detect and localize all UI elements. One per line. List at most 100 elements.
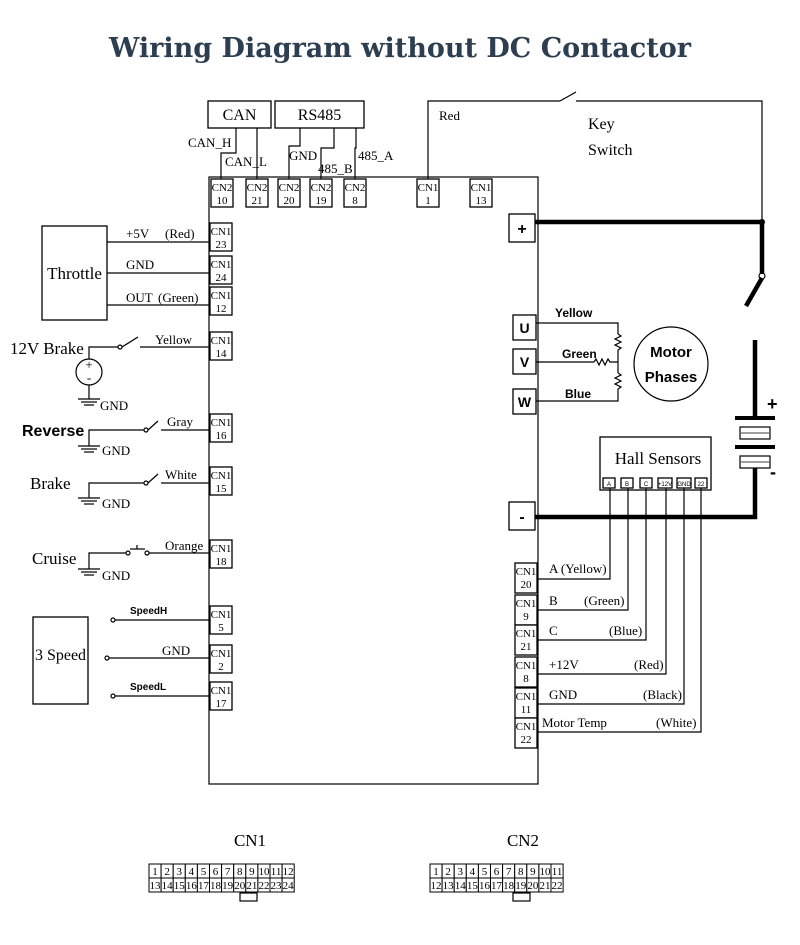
u-phase-wire: [536, 322, 619, 334]
can-box: [207, 100, 272, 129]
hall-c-label: C: [549, 623, 558, 638]
cn1-pin-number: 13: [150, 880, 162, 892]
left-pin-labels: CN1 23 CN1 24 CN1 12 CN1 14 CN1 16 CN1 1…: [211, 226, 232, 710]
top-pin-conn: CN1: [471, 182, 492, 194]
cn1-pin-number: 21: [246, 880, 257, 892]
speed-gnd-label: GND: [162, 643, 190, 658]
cn1-pin-number: 11: [271, 866, 282, 878]
cn1-pin-number: 16: [186, 880, 198, 892]
top-pin-labels: CN2 10 CN2 21 CN2 20 CN2 19 CN2 8 CN1 1 …: [212, 182, 492, 207]
brake12-wire-a: [88, 346, 118, 359]
reverse-label: Reverse: [22, 423, 84, 440]
cn1-cell: [281, 877, 295, 893]
hall-gnd-color: (Black): [643, 687, 682, 702]
cn2-pin-number: 6: [494, 866, 500, 878]
w-blue-label: Blue: [565, 387, 591, 401]
cn1-latch: [239, 892, 258, 902]
top-pin-num: 13: [476, 195, 488, 207]
brake12-label: 12V Brake: [10, 339, 84, 358]
brake-wire-a: [88, 482, 144, 498]
brake-white-label: White: [165, 467, 197, 482]
brake-switch-contact: [143, 480, 149, 486]
hall-wires: [537, 488, 702, 733]
cn1-pin-number: 14: [162, 880, 174, 892]
right-pin-num: 9: [523, 611, 529, 623]
hall-gnd-label: GND: [549, 687, 577, 702]
hall-pin-label: GND: [677, 482, 691, 488]
right-pin-conn: CN1: [516, 721, 537, 733]
cruise-orange-label: Orange: [165, 538, 203, 553]
cn2-pin-number: 17: [491, 880, 503, 892]
hall-12v-color: (Red): [634, 657, 664, 672]
cn1-pin-number: 6: [213, 866, 219, 878]
top-pin-conn: CN2: [247, 182, 268, 194]
can-l-label: CAN_L: [225, 154, 267, 169]
reverse-gray-label: Gray: [167, 414, 193, 429]
motor-temp-color: (White): [656, 715, 696, 730]
cn1-pin-number: 18: [210, 880, 222, 892]
left-pin-conn: CN1: [211, 543, 232, 555]
left-pin-conn: CN1: [211, 226, 232, 238]
cn1-pin-number: 1: [152, 866, 158, 878]
v-terminal-label: V: [520, 354, 530, 370]
cn1-pin-number: 15: [174, 880, 186, 892]
right-pin-num: 11: [521, 704, 532, 716]
right-pin-num: 8: [523, 673, 529, 685]
top-pin-num: 20: [284, 195, 296, 207]
cn2-pin-number: 5: [482, 866, 488, 878]
w-coil: [613, 372, 623, 390]
cn1-title: CN1: [234, 831, 266, 850]
w-phase-wire: [536, 389, 619, 402]
cruise-gnd-label: GND: [102, 568, 130, 583]
cn2-latch: [512, 892, 531, 902]
left-pin-num: 2: [218, 661, 224, 673]
key-label: Key: [588, 116, 615, 133]
speed3-box: [32, 616, 89, 705]
reverse-switch-blade: [147, 420, 159, 431]
u-yellow-label: Yellow: [555, 306, 593, 320]
key-switch-return: [576, 100, 763, 222]
controller-box: [208, 176, 539, 785]
battery-minus-wire: [535, 468, 758, 520]
brake12-minus: -: [87, 370, 91, 385]
brake12-gnd-label: GND: [100, 398, 128, 413]
hall-sensors-label: Hall Sensors: [615, 449, 701, 468]
hall-12v-label: +12V: [549, 657, 579, 672]
cn2-pin-number: 21: [539, 880, 550, 892]
cn2-pin-number: 18: [503, 880, 515, 892]
hall-b-color: (Green): [584, 593, 624, 608]
left-pin-conn: CN1: [211, 290, 232, 302]
hall-c-color: (Blue): [609, 623, 642, 638]
cruise-switch-contact-a: [125, 550, 131, 556]
top-pin-conn: CN2: [311, 182, 332, 194]
left-pin-boxes: [209, 222, 233, 711]
speedl-label: SpeedL: [130, 682, 166, 693]
right-pin-conn: CN1: [516, 566, 537, 578]
top-pin-num: 19: [316, 195, 328, 207]
hall-a-label: A (Yellow): [549, 561, 607, 576]
diagram-title: Wiring Diagram without DC Contactor: [108, 33, 692, 64]
cn2-pin-number: 7: [506, 866, 512, 878]
top-pin-num: 10: [217, 195, 229, 207]
motor-label: Motor: [650, 344, 692, 361]
speed-gnd-contact: [104, 655, 110, 661]
gnd-symbol: [78, 568, 100, 576]
motor-temp-label: Motor Temp: [542, 715, 607, 730]
left-pin-conn: CN1: [211, 648, 232, 660]
cn2-pin-number: 12: [431, 880, 442, 892]
rs485-box-label: RS485: [298, 107, 342, 124]
plus-terminal-label: +: [517, 221, 526, 238]
minus-terminal-label: -: [519, 509, 524, 526]
can-box-label: CAN: [223, 107, 257, 124]
cn1-pin-number: 24: [283, 880, 295, 892]
right-pin-boxes: [514, 562, 538, 749]
cn2-pin-number: 16: [479, 880, 491, 892]
cn1-pin-number: 4: [189, 866, 195, 878]
top-pin-conn: CN2: [279, 182, 300, 194]
top-wires: [220, 128, 357, 179]
hall-pin-label: B: [625, 482, 629, 488]
right-pin-conn: CN1: [516, 660, 537, 672]
right-pin-conn: CN1: [516, 628, 537, 640]
speedh-contact: [110, 617, 116, 623]
